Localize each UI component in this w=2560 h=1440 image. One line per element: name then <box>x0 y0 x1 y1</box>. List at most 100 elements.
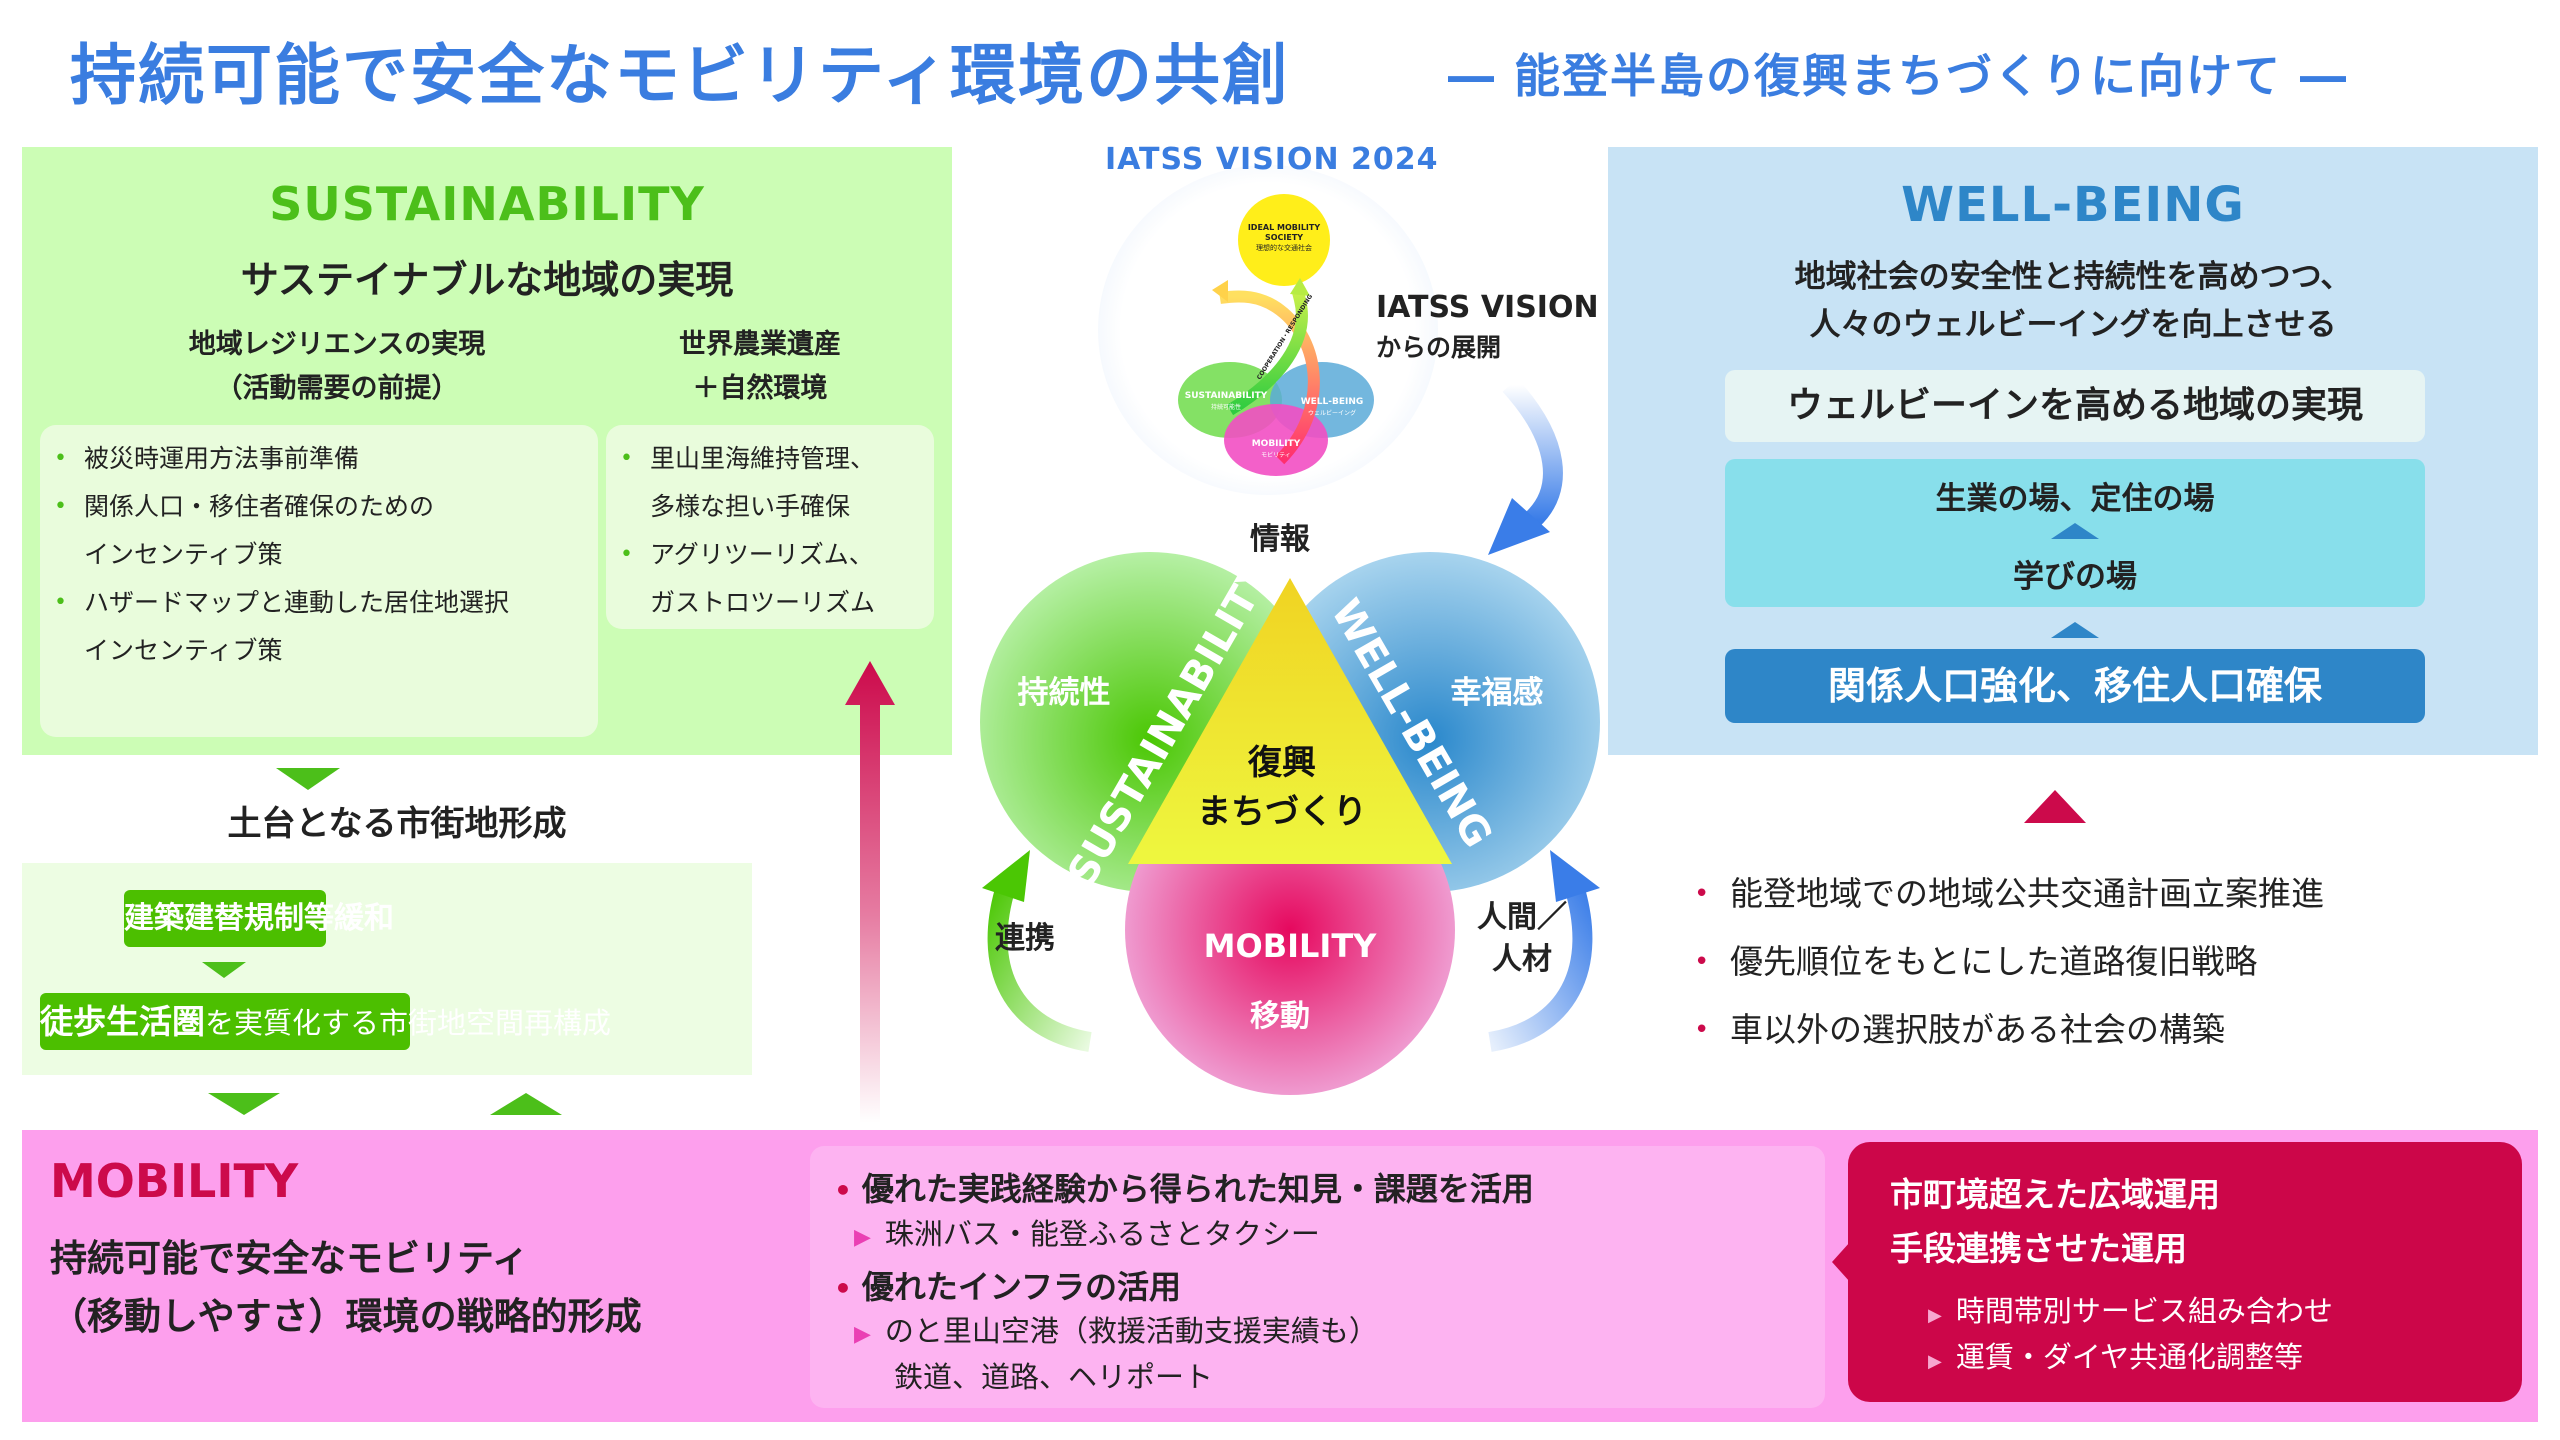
list-item: • 関係人口・移住者確保のためのインセンティブ策 <box>40 483 598 579</box>
bullet-icon: • <box>54 590 67 615</box>
sustainability-panel: SUSTAINABILITY サステイナブルな地域の実現 地域レジリエンスの実現… <box>22 147 952 755</box>
ribbon-icon <box>1226 290 1308 416</box>
wellbeing-jp-label: 幸福感 <box>1451 675 1544 711</box>
sustainability-heading: SUSTAINABILITY <box>269 177 705 231</box>
mobility-jp-label: 移動 <box>1250 999 1310 1034</box>
resource-subitem-text: のと里山空港（救援活動支援実績も） <box>884 1314 1378 1348</box>
wellbeing-mini-label: WELL-BEING <box>1301 397 1364 407</box>
wellbeing-levels-box: 生業の場、定住の場 学びの場 <box>1725 459 2425 607</box>
ideal-society-label: SOCIETY <box>1265 233 1303 242</box>
arrow-right-icon: ▶ <box>1928 1351 1942 1372</box>
people-label-line1: 人間／ <box>1477 900 1567 935</box>
mobility-mini-label-jp: モビリティ <box>1261 451 1291 459</box>
center-label-line2: まちづくり <box>1197 792 1367 832</box>
list-item-text: アグリツーリズム、 <box>650 540 874 569</box>
foundation-title: 土台となる市街地形成 <box>227 804 567 844</box>
resource-item: •優れたインフラの活用 <box>834 1262 1181 1308</box>
mobility-panel: MOBILITY 持続可能で安全なモビリティ （移動しやすさ）環境の戦略的形成 … <box>22 1130 2538 1422</box>
list-item-text: 車以外の選択肢がある社会の構築 <box>1730 1010 2225 1049</box>
regulation-relief-step: 建築建替規制等緩和 <box>124 890 394 947</box>
resilience-box: •被災時運用方法事前準備 •関係人口・移住者確保のためのインセンティブ策 •ハザ… <box>40 425 598 737</box>
mobility-resources-box: •優れた実践経験から得られた知見・課題を活用 ▶珠洲バス・能登ふるさとタクシー … <box>810 1146 1825 1408</box>
vision-expansion-label: IATSS VISION からの展開 <box>1376 288 1599 368</box>
resource-subitem-text: 珠洲バス・能登ふるさとタクシー <box>884 1217 1320 1251</box>
information-label: 情報 <box>1250 522 1310 557</box>
mobility-to-sustainability-arrow <box>845 661 895 1123</box>
arrowhead-icon <box>982 850 1030 902</box>
heritage-box: •里山里海維持管理、多様な担い手確保 • アグリツーリズム、ガストロツーリズム <box>606 425 934 629</box>
resource-item-text: 優れた実践経験から得られた知見・課題を活用 <box>861 1170 1534 1208</box>
arrow-right-icon: ▶ <box>854 1225 871 1250</box>
mobility-actions-list: •能登地域での地域公共交通計画立案推進 •優先順位をもとにした道路復旧戦略 •車… <box>1690 860 2324 1064</box>
sustainability-mini-label: SUSTAINABILITY <box>1185 391 1268 401</box>
wellbeing-heading: WELL-BEING <box>1901 177 2245 233</box>
bullet-icon: • <box>54 494 67 519</box>
up-triangle-icon <box>2051 523 2099 539</box>
arrowhead-icon <box>1488 498 1550 555</box>
center-label-line1: 復興 <box>1247 743 1316 783</box>
ideal-society-circle <box>1238 194 1330 286</box>
heritage-title-line2: ＋自然環境 <box>692 373 828 404</box>
sustainability-jp-label: 持続性 <box>1018 675 1111 711</box>
resource-subitem: ▶ のと里山空港（救援活動支援実績も） <box>854 1308 1378 1358</box>
list-item-text: ガストロツーリズム <box>650 588 876 617</box>
resilience-list: •被災時運用方法事前準備 •関係人口・移住者確保のためのインセンティブ策 •ハザ… <box>40 425 598 675</box>
bullet-icon: • <box>834 1174 852 1207</box>
list-item: •車以外の選択肢がある社会の構築 <box>1690 996 2324 1064</box>
mobility-desc-line2: （移動しやすさ）環境の戦略的形成 <box>50 1295 642 1338</box>
wellbeing-panel: WELL-BEING 地域社会の安全性と持続性を高めつつ、 人々のウェルビーイン… <box>1608 147 2538 755</box>
page-subtitle: ― 能登半島の復興まちづくりに向けて ― <box>1448 49 2349 103</box>
ideal-society-label: IDEAL MOBILITY <box>1248 223 1321 232</box>
vision-title: IATSS VISION 2024 <box>1105 142 1439 177</box>
arrow-right-icon: ▶ <box>1928 1305 1942 1326</box>
resource-item: • 優れた実践経験から得られた知見・課題を活用 <box>834 1164 1534 1210</box>
sustainability-mini-label-jp: 持続可能性 <box>1211 403 1241 411</box>
mobility-mini-label: MOBILITY <box>1252 439 1301 449</box>
heritage-title-line1: 世界農業遺産 <box>679 329 841 360</box>
callout-title-line2: 手段連携させた運用 <box>1890 1229 2187 1268</box>
down-triangle-icon <box>202 962 246 978</box>
heritage-title: 世界農業遺産 ＋自然環境 <box>600 323 920 411</box>
up-triangle-icon <box>2051 622 2099 638</box>
arrow-up-icon <box>845 661 895 1123</box>
resource-subitem: ▶ 珠洲バス・能登ふるさとタクシー <box>854 1211 1320 1261</box>
list-item-text: 関係人口・移住者確保のための <box>84 492 435 521</box>
callout-pointer <box>1832 1242 1850 1282</box>
list-item: •里山里海維持管理、多様な担い手確保 <box>606 435 934 531</box>
ideal-society-label-jp: 理想的な交通社会 <box>1256 243 1312 252</box>
vision-expansion-line2: からの展開 <box>1376 333 1502 362</box>
list-item-text: インセンティブ策 <box>84 636 283 665</box>
mobility-desc-line1: 持続可能で安全なモビリティ <box>50 1237 529 1280</box>
regional-operation-callout: 市町境超えた広域運用 手段連携させた運用 ▶時間帯別サービス組み合わせ ▶運賃・… <box>1848 1142 2522 1402</box>
up-triangle-icon <box>490 1093 562 1115</box>
list-item: •ハザードマップと連動した居住地選択インセンティブ策 <box>40 579 598 675</box>
list-item: • アグリツーリズム、ガストロツーリズム <box>606 531 934 627</box>
reconstruction-triangle <box>1128 578 1452 864</box>
curved-arrow-icon <box>1502 380 1563 528</box>
down-triangle-icon <box>208 1093 280 1115</box>
list-item-text: 能登地域での地域公共交通計画立案推進 <box>1730 874 2324 913</box>
arrow-right-icon: ▶ <box>854 1322 871 1347</box>
bullet-icon: • <box>620 542 633 567</box>
arrowhead-icon <box>1212 280 1228 302</box>
resource-item-text: 優れたインフラの活用 <box>861 1268 1181 1306</box>
people-curved-arrow <box>1488 876 1593 1052</box>
mobility-venn-label: MOBILITY <box>1204 927 1377 965</box>
heritage-list: •里山里海維持管理、多様な担い手確保 • アグリツーリズム、ガストロツーリズム <box>606 425 934 627</box>
callout-title-line1: 市町境超えた広域運用 <box>1890 1175 2220 1214</box>
list-item-text: インセンティブ策 <box>84 540 283 569</box>
list-item-text: 被災時運用方法事前準備 <box>84 444 360 473</box>
wellbeing-goal-box: ウェルビーインを高める地域の実現 <box>1725 370 2425 442</box>
cooperation-label: 連携 <box>995 921 1055 956</box>
resilience-title-line2: （活動需要の前提） <box>215 373 459 404</box>
list-item: •被災時運用方法事前準備 <box>40 435 598 483</box>
wellbeing-desc-line2: 人々のウェルビーイングを向上させる <box>1809 307 2337 343</box>
callout-subitem: ▶運賃・ダイヤ共通化調整等 <box>1928 1334 2303 1376</box>
resource-subitem-continued: 鉄道、道路、ヘリポート <box>894 1360 1214 1394</box>
callout-subitem: ▶時間帯別サービス組み合わせ <box>1928 1288 2333 1330</box>
wellbeing-desc-line1: 地域社会の安全性と持続性を高めつつ、 <box>1794 259 2352 295</box>
sustainability-subtitle: サステイナブルな地域の実現 <box>240 258 734 302</box>
list-item-text: 里山里海維持管理、 <box>650 444 876 473</box>
ribbon-icon <box>1219 290 1320 465</box>
page-title: 持続可能で安全なモビリティ環境の共創 <box>70 37 1291 114</box>
